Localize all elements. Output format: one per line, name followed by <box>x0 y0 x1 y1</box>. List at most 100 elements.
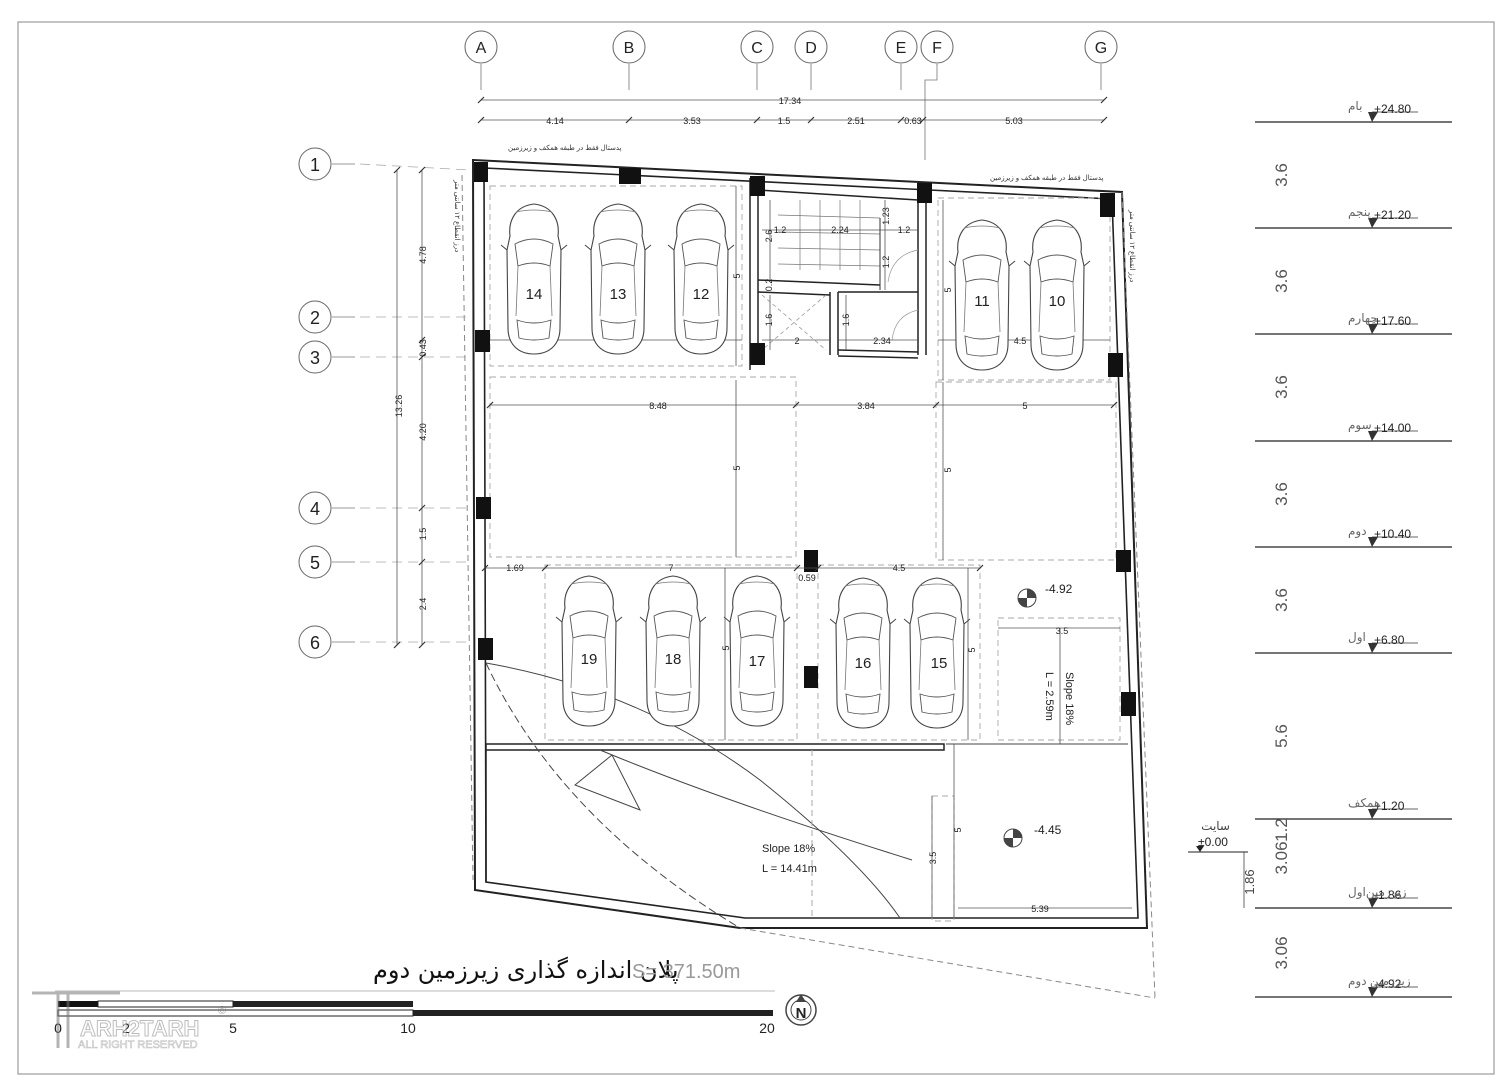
section-height-label: 3.6 <box>1272 269 1291 293</box>
north-arrow-icon: N <box>785 994 817 1026</box>
section-level-elev: -1.86 <box>1374 888 1402 902</box>
building-walls <box>461 158 1156 999</box>
dim-lobby: 2.34 <box>873 336 891 346</box>
dim-stair-h: 2.6 <box>764 230 774 243</box>
grid-row-label: 5 <box>310 553 320 573</box>
grid-row-label: 6 <box>310 633 320 653</box>
ramp-slope: Slope 18% <box>1063 672 1075 725</box>
section-level-name: چهارم <box>1348 311 1378 326</box>
dim-upper-bay-h: 5 <box>732 273 742 278</box>
grid-row-label: 1 <box>310 155 320 175</box>
brand-watermark: ARH2TARH © ALL RIGHT RESERVED <box>32 991 226 1051</box>
grid-column-label: B <box>624 40 635 57</box>
section-level-name: سوم <box>1348 418 1372 433</box>
dim-left-seg: 4.20 <box>418 423 428 441</box>
dimension-lines <box>396 99 1132 918</box>
grid-row-label: 2 <box>310 308 320 328</box>
parking-space-number: 19 <box>581 651 598 668</box>
parking-space-number: 18 <box>665 651 682 668</box>
section-level-name: زیرزمین‌اول <box>1348 885 1407 900</box>
section-height-label: 3.6 <box>1272 482 1291 506</box>
grid-column-bubble: F <box>920 30 954 65</box>
dim-lower-gap: 0.59 <box>798 573 816 583</box>
dim-left-seg: 1.5 <box>418 528 428 541</box>
note-top-left: پدستال فقط در طبقه همکف و زیرزمین <box>508 144 622 152</box>
section-level-name: پنجم <box>1348 205 1371 219</box>
dim-lift-h2: 1.6 <box>841 314 851 327</box>
parking-numbers: 14 13 12 11 10 19 18 17 16 15 <box>526 286 1066 672</box>
level-symbol-icon <box>1017 588 1037 608</box>
section-level-elev: +6.80 <box>1374 633 1405 647</box>
scale-tick: 10 <box>400 1020 416 1036</box>
dim-stair-run: 2.24 <box>831 225 849 235</box>
grid-row-label: 3 <box>310 348 320 368</box>
dim-aisle-h: 5 <box>732 465 742 470</box>
dim-top-seg: 1.5 <box>778 116 791 126</box>
section-level-elev: +17.60 <box>1374 314 1411 328</box>
grid-column-label: D <box>805 40 817 57</box>
grid-column-bubble: C <box>740 30 774 90</box>
grid-column-bubble: A <box>464 30 498 90</box>
dim-lower-left: 1.69 <box>506 563 524 573</box>
dim-lower-bay-w: 7 <box>668 563 673 573</box>
watermark-rights: ALL RIGHT RESERVED <box>78 1039 198 1051</box>
grid-row-bubble: 4 <box>298 491 470 525</box>
section-level-name: اول <box>1348 630 1366 645</box>
level-mark-text: -4.45 <box>1034 823 1062 837</box>
grid-column-label: E <box>896 40 907 57</box>
dim-lower-bay-w2: 4.5 <box>893 563 906 573</box>
plan-notes: پدستال فقط در طبقه همکف و زیرزمین پدستال… <box>453 144 1135 282</box>
site-level: سایت ±0.00 1.86 <box>1188 819 1257 908</box>
site-elev: ±0.00 <box>1198 835 1228 849</box>
dim-top-seg: 0.63 <box>904 116 922 126</box>
parking-space-number: 16 <box>855 655 872 672</box>
dim-right-bay-w: 4.5 <box>1014 336 1027 346</box>
dim-aisle-h2: 5 <box>943 467 953 472</box>
dim-stair-h3: 1.2 <box>881 256 891 269</box>
level-marks: -4.92 -4.45 <box>1003 582 1073 848</box>
grid-rows: 1 2 3 4 5 6 <box>298 147 471 659</box>
dim-overall-left: 13.26 <box>394 395 404 418</box>
scale-tick: 2 <box>122 1020 130 1036</box>
dim-stair-w1: 1.2 <box>774 225 787 235</box>
site-drop: 1.86 <box>1242 869 1257 894</box>
grid-column-label: F <box>932 40 942 57</box>
grid-column-bubble: B <box>612 30 646 90</box>
scale-tick: 5 <box>229 1020 237 1036</box>
section-height-label: 3.06 <box>1272 841 1291 874</box>
dim-top-seg: 5.03 <box>1005 116 1023 126</box>
sheet-frame <box>17 21 1495 1075</box>
grid-column-bubble: D <box>794 30 828 90</box>
car-icon <box>500 203 568 355</box>
dim-aisle: 3.84 <box>857 401 875 411</box>
grid-row-bubble: 5 <box>298 545 470 579</box>
car-icon <box>584 203 652 355</box>
dim-aisle: 8.48 <box>649 401 667 411</box>
section-height-label: 5.6 <box>1272 724 1291 748</box>
dim-top-seg: 3.53 <box>683 116 701 126</box>
section-level-name: بام <box>1348 99 1362 113</box>
ramp-labels: Slope 18% L = 2.59m Slope 18% L = 14.41m <box>762 672 1075 875</box>
dim-lift-w: 2 <box>794 336 799 346</box>
section-height-label: 3.06 <box>1272 936 1291 969</box>
area-label: S= 371.50m <box>632 961 740 983</box>
section-level: +6.80 اول <box>1255 630 1452 654</box>
section-height-label: 3.6 <box>1272 375 1291 399</box>
structural-columns <box>474 162 1136 716</box>
grid-row-bubble: 3 <box>298 340 470 374</box>
ramp-length: L = 2.59m <box>1043 672 1055 721</box>
dim-stair-w2: 1.2 <box>898 225 911 235</box>
dim-overall-top: 17.34 <box>779 96 802 106</box>
parking-space-number: 15 <box>931 655 948 672</box>
dim-lower-bay-h: 5 <box>721 645 731 650</box>
grid-row-bubble: 2 <box>298 300 470 334</box>
watermark-mark: © <box>218 1005 226 1017</box>
level-mark-text: -4.92 <box>1045 582 1073 596</box>
